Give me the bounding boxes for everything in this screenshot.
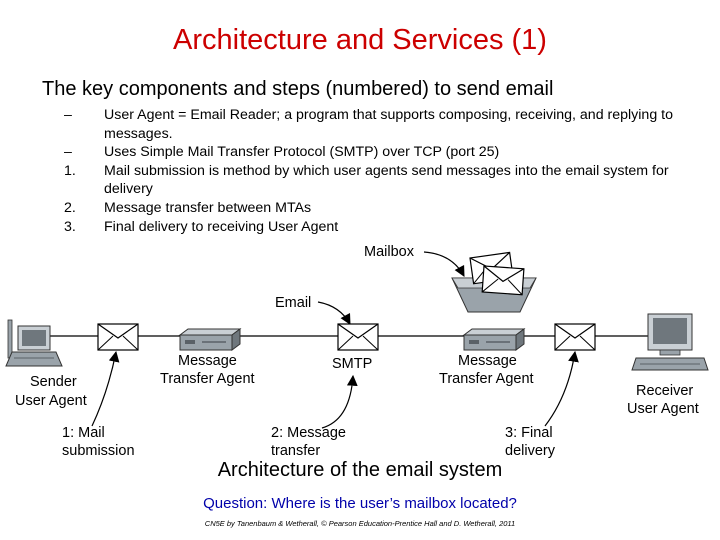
sender-label-line2: User Agent (15, 393, 87, 409)
mta-right-label-line1: Message (458, 353, 517, 369)
step2-label-line1: 2: Message (271, 425, 346, 441)
bullet-text: Mail submission is method by which user … (104, 162, 669, 198)
slide-subtitle: The key components and steps (numbered) … (42, 78, 554, 100)
step3-label-line2: delivery (505, 443, 556, 459)
bullet-text: Message transfer between MTAs (104, 199, 312, 216)
sender-computer-icon (5, 319, 63, 367)
bullet-item: 2. Message transfer between MTAs (64, 199, 684, 218)
diagram-caption: Architecture of the email system (217, 459, 503, 481)
bullet-text: Uses Simple Mail Transfer Protocol (SMTP… (104, 144, 500, 161)
mailbox-arrow (423, 251, 465, 277)
bullet-marker: 1. (64, 162, 76, 179)
copyright-credit: CN5E by Tanenbaum & Wetherall, © Pearson… (204, 519, 516, 528)
slide-title: Architecture and Services (1) (173, 24, 547, 56)
bullet-list: – User Agent = Email Reader; a program t… (64, 106, 684, 236)
question-text: Question: Where is the user’s mailbox lo… (203, 495, 517, 512)
bullet-marker: – (64, 144, 72, 161)
step1-arrow (91, 350, 120, 427)
step3-label-line1: 3: Final (505, 425, 553, 441)
bullet-text: User Agent = Email Reader; a program tha… (104, 107, 673, 142)
bullet-marker: – (64, 107, 72, 123)
mailbox-label: Mailbox (364, 244, 415, 260)
mailbox-icon (451, 251, 537, 313)
step2-arrow (321, 374, 358, 429)
email-arrow (317, 301, 351, 325)
bullet-marker: 2. (64, 199, 76, 216)
mta-left-label-line1: Message (178, 353, 237, 369)
mta-right-label-line2: Transfer Agent (439, 371, 534, 387)
bullet-text: Final delivery to receiving User Agent (104, 218, 339, 235)
receiver-computer-icon (631, 313, 709, 371)
mta-device-icon (463, 328, 525, 351)
bullet-item: 1. Mail submission is method by which us… (64, 162, 684, 199)
email-label: Email (275, 295, 311, 311)
step1-label-line2: submission (62, 443, 135, 459)
mta-left-label-line2: Transfer Agent (160, 371, 255, 387)
bullet-item: 3. Final delivery to receiving User Agen… (64, 218, 684, 237)
mta-device-icon (179, 328, 241, 351)
envelope-icon (97, 323, 139, 351)
envelope-icon (554, 323, 596, 351)
sender-label-line1: Sender (30, 374, 77, 390)
bullet-marker: 3. (64, 218, 76, 235)
envelope-icon (337, 323, 379, 351)
receiver-label-line1: Receiver (636, 383, 693, 399)
step1-label-line1: 1: Mail (62, 425, 105, 441)
bullet-item: – Uses Simple Mail Transfer Protocol (SM… (64, 143, 684, 162)
step2-label-line2: transfer (271, 443, 320, 459)
step3-arrow (544, 350, 579, 427)
smtp-label: SMTP (332, 356, 372, 372)
receiver-label-line2: User Agent (627, 401, 699, 417)
bullet-item: – User Agent = Email Reader; a program t… (64, 106, 684, 143)
